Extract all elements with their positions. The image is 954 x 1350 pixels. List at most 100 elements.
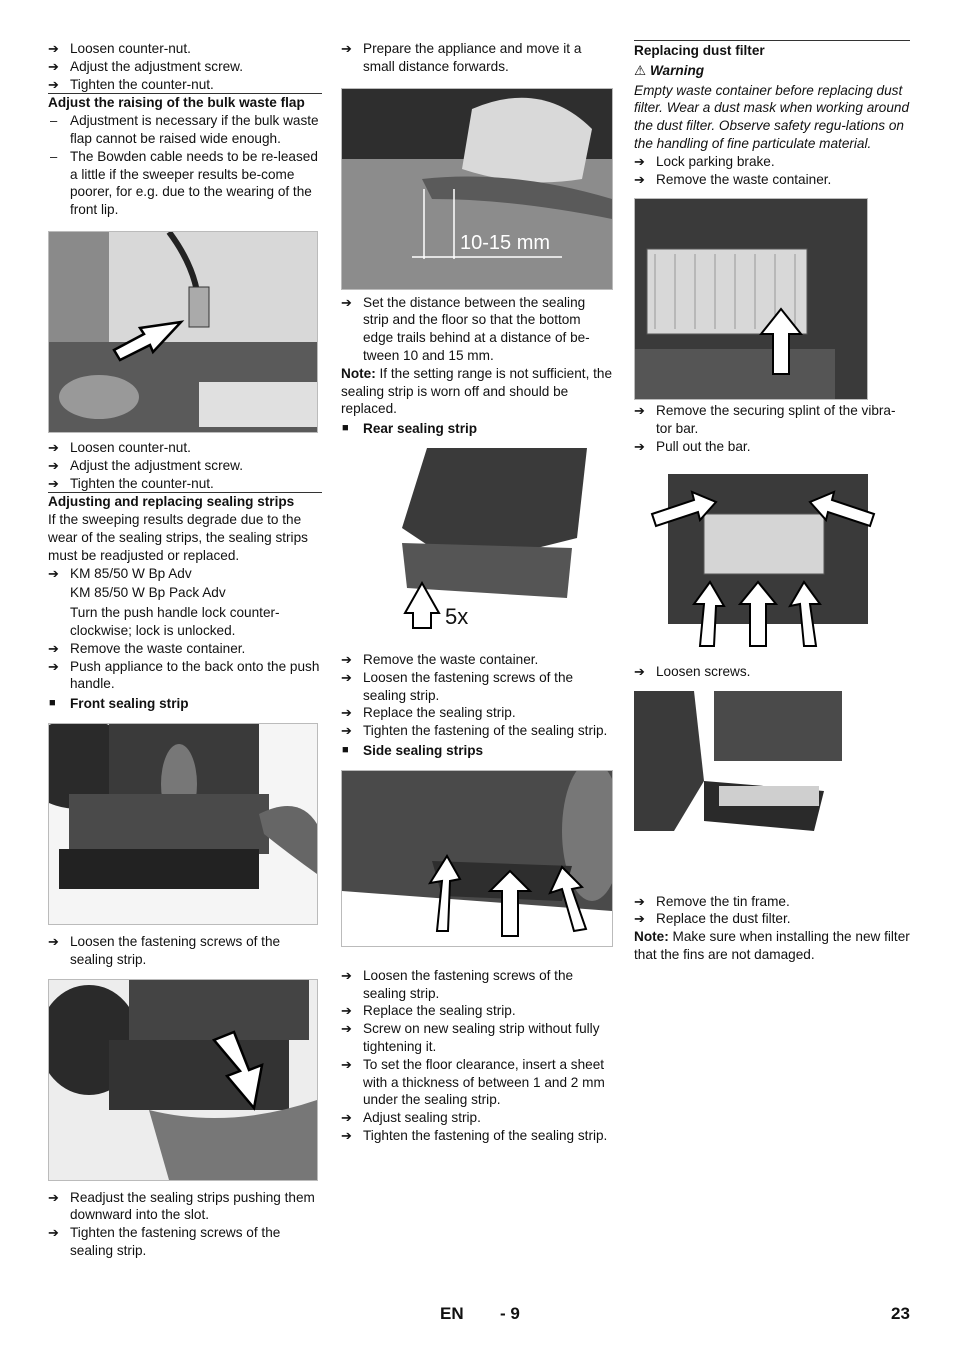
arrow-right-icon: ➔ (48, 439, 59, 455)
figure-distance: 10-15 mm (341, 87, 613, 290)
step-item: ➔Pull out the bar. (634, 438, 751, 454)
dash-item: –Adjustment is necessary if the bulk was… (50, 113, 319, 146)
model-note: Turn the push handle lock counter-clockw… (70, 605, 280, 638)
step-item: ➔Tighten the fastening of the sealing st… (341, 723, 608, 739)
intro-text: If the sweeping results degrade due to t… (48, 512, 308, 563)
column-2: ➔Prepare the appliance and move it a sma… (341, 40, 613, 1145)
footer-page-number: 23 (891, 1304, 910, 1323)
arrow-right-icon: ➔ (341, 41, 352, 56)
arrow-right-icon: ➔ (341, 1003, 352, 1019)
step-item: ➔Remove the waste container. (341, 651, 539, 667)
section-heading-dust-filter: Replacing dust filter (634, 40, 910, 60)
arrow-right-icon: ➔ (341, 1110, 352, 1126)
warning-triangle-icon: ⚠ (634, 62, 647, 78)
dimension-label: 10-15 mm (460, 232, 550, 254)
arrow-right-icon: ➔ (48, 565, 59, 581)
step-item: ➔Lock parking brake. (634, 153, 775, 169)
arrow-right-icon: ➔ (48, 1189, 59, 1205)
arrow-right-icon: ➔ (48, 457, 59, 473)
step-item: ➔Prepare the appliance and move it a sma… (341, 41, 582, 74)
step-item: ➔Tighten the fastening of the sealing st… (341, 1127, 608, 1143)
arrow-right-icon: ➔ (48, 41, 59, 56)
figure-filter-screws (634, 473, 880, 649)
arrow-right-icon: ➔ (341, 967, 352, 983)
step-item: ➔Set the distance between the sealing st… (341, 294, 590, 363)
warning-heading: ⚠ Warning (634, 62, 705, 78)
arrow-right-icon: ➔ (634, 911, 645, 927)
step-item: ➔Loosen the fastening screws of the seal… (341, 669, 574, 703)
step-item: ➔Loosen the fastening screws of the seal… (341, 967, 574, 1001)
arrow-right-icon: ➔ (341, 651, 352, 667)
dash-item: –The Bowden cable needs to be re-leased … (50, 148, 318, 218)
arrow-right-icon: ➔ (341, 1021, 352, 1037)
arrow-right-icon: ➔ (634, 403, 645, 419)
arrow-right-icon: ➔ (634, 153, 645, 169)
footer-subpage: - 9 (500, 1304, 520, 1323)
note: Note: Make sure when installing the new … (634, 929, 910, 962)
step-item: ➔KM 85/50 W Bp Adv (48, 565, 192, 581)
column-3: Replacing dust filter ⚠ Warning Empty wa… (634, 40, 910, 964)
step-item: ➔Replace the dust filter. (634, 911, 791, 927)
arrow-right-icon: ➔ (634, 893, 645, 909)
step-item: ➔Loosen screws. (634, 663, 751, 679)
section-heading-sealing-strips: Adjusting and replacing sealing strips (48, 492, 322, 511)
square-bullet-icon: ■ (342, 422, 349, 435)
figure-side-strips (341, 769, 613, 947)
arrow-right-icon: ➔ (341, 705, 352, 721)
step-item: ➔Remove the waste container. (634, 171, 832, 187)
step-item: ➔Loosen the fastening screws of the seal… (48, 933, 281, 967)
figure-push-strip (48, 978, 318, 1181)
figure-front-strip (48, 722, 318, 925)
arrow-right-icon: ➔ (634, 663, 645, 679)
square-bullet-icon: ■ (49, 697, 56, 710)
step-item: ➔Loosen counter-nut. (48, 41, 191, 56)
arrow-right-icon: ➔ (48, 76, 59, 92)
step-item: ➔Tighten the fastening screws of the sea… (48, 1225, 281, 1258)
arrow-right-icon: ➔ (48, 58, 59, 74)
step-item: ➔Adjust the adjustment screw. (48, 457, 244, 473)
step-item: ➔Push appliance to the back onto the pus… (48, 658, 320, 692)
square-bullet-icon: ■ (342, 743, 349, 756)
step-item: ➔Adjust the adjustment screw. (48, 58, 244, 74)
step-item: ➔Readjust the sealing strips pushing the… (48, 1189, 315, 1223)
step-item: ➔Remove the securing splint of the vibra… (634, 403, 896, 437)
figure-bowden-cable (48, 230, 318, 433)
subsection-side: ■Side sealing strips (342, 742, 484, 758)
step-item: ➔Remove the waste container. (48, 640, 246, 656)
step-item: ➔Screw on new sealing strip without full… (341, 1021, 600, 1054)
model-name: KM 85/50 W Bp Pack Adv (70, 585, 226, 601)
arrow-right-icon: ➔ (341, 723, 352, 739)
arrow-right-icon: ➔ (48, 640, 59, 656)
arrow-right-icon: ➔ (48, 933, 59, 949)
arrow-right-icon: ➔ (634, 438, 645, 454)
arrow-right-icon: ➔ (341, 669, 352, 685)
dash-bullet-icon: – (50, 148, 58, 164)
step-item: ➔To set the floor clearance, insert a sh… (341, 1056, 605, 1108)
step-item: ➔Replace the sealing strip. (341, 705, 516, 721)
step-item: ➔Adjust sealing strip. (341, 1110, 481, 1126)
arrow-right-icon: ➔ (48, 658, 59, 674)
step-item: ➔Tighten the counter-nut. (48, 76, 214, 92)
warning-text: Empty waste container before replacing d… (634, 82, 910, 151)
arrow-right-icon: ➔ (48, 475, 59, 491)
subsection-front: ■Front sealing strip (49, 696, 189, 712)
arrow-right-icon: ➔ (634, 171, 645, 187)
figure-filter-removal (634, 690, 842, 831)
figure-rear-strip: 5x (387, 447, 587, 633)
arrow-right-icon: ➔ (341, 1056, 352, 1072)
dash-bullet-icon: – (50, 113, 58, 129)
note: Note: If the setting range is not suffic… (341, 365, 613, 417)
column-1: ➔Loosen counter-nut. ➔Adjust the adjustm… (48, 40, 322, 1260)
footer-language: EN (440, 1304, 464, 1323)
arrow-right-icon: ➔ (341, 1127, 352, 1143)
arrow-right-icon: ➔ (341, 294, 352, 310)
step-item: ➔Replace the sealing strip. (341, 1003, 516, 1019)
section-heading-bulk-flap: Adjust the raising of the bulk waste fla… (48, 93, 322, 112)
step-item: ➔Tighten the counter-nut. (48, 475, 214, 491)
step-item: ➔Remove the tin frame. (634, 893, 790, 909)
arrow-right-icon: ➔ (48, 1225, 59, 1241)
subsection-rear: ■Rear sealing strip (342, 421, 478, 437)
figure-dust-filter (634, 198, 868, 401)
count-label: 5x (445, 604, 468, 629)
step-item: ➔Loosen counter-nut. (48, 439, 191, 455)
